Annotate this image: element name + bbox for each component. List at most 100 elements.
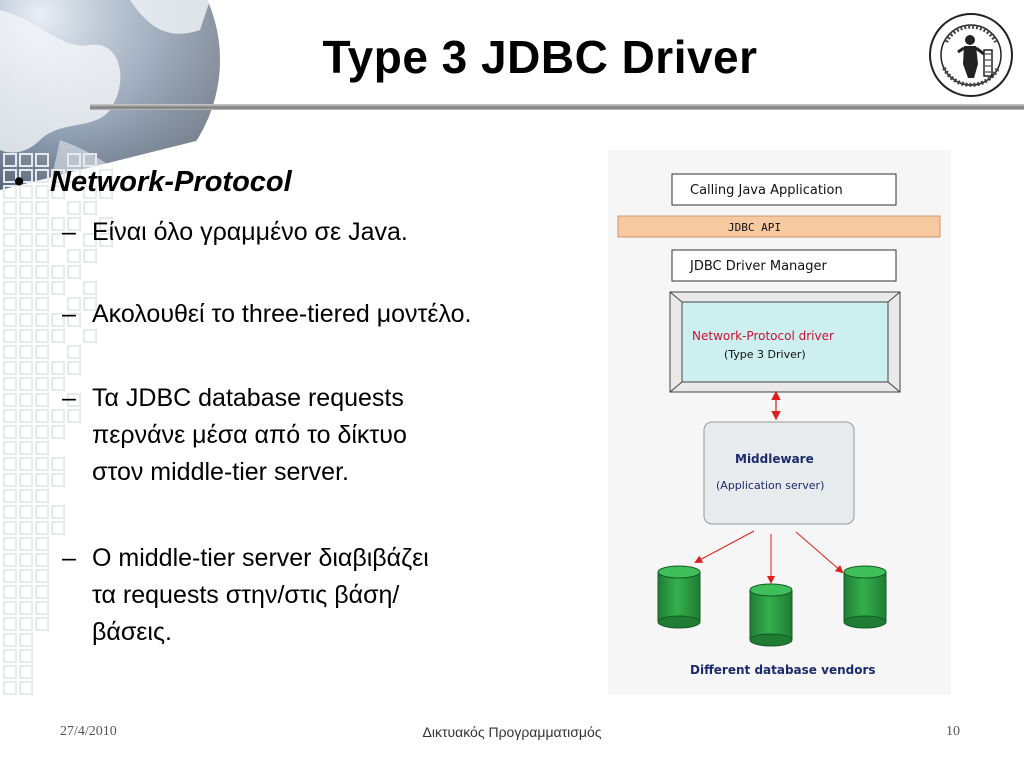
driver-name-label: Network-Protocol driver [692, 329, 834, 343]
university-seal-icon [929, 13, 1013, 97]
subbullet-1: – Είναι όλο γραμμένο σε Java. [62, 214, 482, 251]
background-tile [83, 249, 97, 263]
background-tile [3, 665, 17, 679]
network-protocol-driver-box: Network-Protocol driver (Type 3 Driver) [669, 291, 901, 393]
type3-architecture-diagram: Calling Java Application JDBC API JDBC D… [608, 150, 951, 695]
background-tile [3, 297, 17, 311]
middleware-db3-arrow [795, 531, 844, 574]
background-tile [19, 233, 33, 247]
background-tile [35, 617, 49, 631]
background-tile [35, 473, 49, 487]
background-tile [51, 457, 65, 471]
background-tile [35, 441, 49, 455]
background-tile [19, 681, 33, 695]
background-tile [35, 377, 49, 391]
background-tile [51, 521, 65, 535]
background-tile [35, 537, 49, 551]
background-tile [35, 345, 49, 359]
background-tile [3, 505, 17, 519]
background-tile [3, 217, 17, 231]
background-tile [3, 569, 17, 583]
background-tile [3, 281, 17, 295]
background-tile [83, 297, 97, 311]
background-tile [3, 361, 17, 375]
background-tile [19, 425, 33, 439]
background-tile [83, 233, 97, 247]
background-tile [67, 345, 81, 359]
background-tile [99, 169, 113, 183]
background-tile [3, 617, 17, 631]
slide-title: Type 3 JDBC Driver [322, 31, 758, 83]
background-tile [19, 409, 33, 423]
background-tile [35, 393, 49, 407]
database-icon [843, 565, 887, 629]
background-tile [35, 505, 49, 519]
background-tile [19, 649, 33, 663]
background-tile [35, 185, 49, 199]
background-tile [3, 473, 17, 487]
background-tile [3, 601, 17, 615]
calling-java-application-box: Calling Java Application [671, 173, 897, 206]
background-tile [19, 665, 33, 679]
background-tile [99, 233, 113, 247]
background-tile [3, 409, 17, 423]
background-tile [51, 329, 65, 343]
background-tile [19, 265, 33, 279]
subbullet-4: – O middle-tier server διαβιβάζει τα req… [62, 540, 442, 651]
background-tile [3, 537, 17, 551]
background-tile [35, 249, 49, 263]
background-tile [35, 265, 49, 279]
footer-page-number: 10 [946, 724, 960, 739]
background-tile [51, 377, 65, 391]
background-tile [3, 521, 17, 535]
background-tile [35, 569, 49, 583]
bullet-text: Network-Protocol [50, 166, 292, 198]
background-tile [35, 489, 49, 503]
background-tile [51, 313, 65, 327]
background-tile [19, 297, 33, 311]
background-tile [35, 153, 49, 167]
background-tile [19, 601, 33, 615]
background-tile [67, 297, 81, 311]
background-tile [3, 457, 17, 471]
background-tile [67, 313, 81, 327]
background-tile [19, 281, 33, 295]
background-tile [35, 281, 49, 295]
subbullet-text: Τα JDBC database requests περνάνε μέσα α… [92, 384, 407, 486]
background-tile [35, 361, 49, 375]
background-tile [51, 185, 65, 199]
background-tile [35, 585, 49, 599]
background-tile [19, 537, 33, 551]
background-tile [3, 233, 17, 247]
background-tile [83, 201, 97, 215]
driver-type-label: (Type 3 Driver) [724, 348, 806, 361]
background-tile [67, 153, 81, 167]
background-tile [35, 201, 49, 215]
background-tile [19, 489, 33, 503]
background-tile [3, 249, 17, 263]
databases-label: Different database vendors [690, 663, 876, 677]
background-tile [35, 521, 49, 535]
background-tile [19, 585, 33, 599]
bullet-dot: • [14, 166, 25, 198]
background-tile [19, 153, 33, 167]
background-tile [3, 377, 17, 391]
subbullet-2: – Ακολουθεί το three-tiered μοντέλο. [62, 296, 482, 333]
background-tile [51, 409, 65, 423]
background-tile [51, 265, 65, 279]
background-tile [51, 361, 65, 375]
jdbc-api-bar: JDBC API [617, 215, 941, 238]
background-tile [67, 265, 81, 279]
background-tile [51, 217, 65, 231]
background-tile [67, 361, 81, 375]
background-tile [3, 169, 17, 183]
database-icon [749, 583, 793, 647]
background-tile [19, 377, 33, 391]
background-tile [19, 521, 33, 535]
background-tile [35, 297, 49, 311]
background-tile [67, 169, 81, 183]
background-tile [67, 249, 81, 263]
background-tile [19, 617, 33, 631]
subbullet-3: – Τα JDBC database requests περνάνε μέσα… [62, 380, 462, 491]
jdbc-driver-manager-label: JDBC Driver Manager [689, 259, 828, 274]
